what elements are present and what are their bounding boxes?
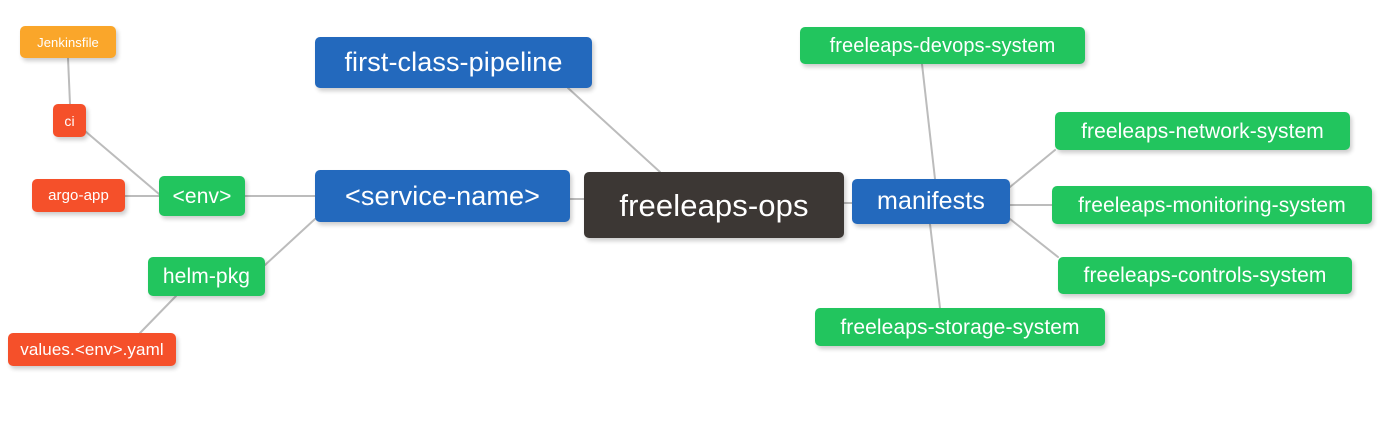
- node-manifests[interactable]: manifests: [852, 179, 1010, 224]
- node-label-freeleaps-ops: freeleaps-ops: [619, 187, 809, 223]
- node-label-freeleaps-network-system: freeleaps-network-system: [1081, 119, 1324, 143]
- node-label-env: <env>: [172, 184, 232, 208]
- edge-jenkinsfile-to-ci: [67, 57, 71, 105]
- edge-helm-pkg-to-values-yaml: [139, 295, 177, 334]
- node-freeleaps-network-system[interactable]: freeleaps-network-system: [1055, 112, 1350, 150]
- edge-first-class-pipeline-to-freeleaps-ops: [567, 87, 661, 173]
- node-label-manifests: manifests: [877, 187, 985, 215]
- node-label-freeleaps-monitoring-system: freeleaps-monitoring-system: [1078, 193, 1346, 217]
- node-label-helm-pkg: helm-pkg: [162, 265, 251, 288]
- node-freeleaps-controls-system[interactable]: freeleaps-controls-system: [1058, 257, 1352, 294]
- node-ci[interactable]: ci: [53, 104, 86, 137]
- edge-service-name-to-helm-pkg: [264, 218, 316, 266]
- node-freeleaps-devops-system[interactable]: freeleaps-devops-system: [800, 27, 1085, 64]
- node-label-jenkinsfile: Jenkinsfile: [37, 34, 99, 50]
- node-values-yaml[interactable]: values.<env>.yaml: [8, 333, 176, 366]
- node-label-freeleaps-devops-system: freeleaps-devops-system: [829, 34, 1056, 57]
- node-freeleaps-storage-system[interactable]: freeleaps-storage-system: [815, 308, 1105, 346]
- edge-freeleaps-network-system-to-manifests: [1009, 149, 1056, 188]
- node-label-service-name: <service-name>: [345, 180, 540, 211]
- node-service-name[interactable]: <service-name>: [315, 170, 570, 222]
- node-label-first-class-pipeline: first-class-pipeline: [344, 47, 563, 77]
- node-label-values-yaml: values.<env>.yaml: [20, 340, 164, 359]
- node-env[interactable]: <env>: [159, 176, 245, 216]
- node-helm-pkg[interactable]: helm-pkg: [148, 257, 265, 296]
- node-label-argo-app: argo-app: [48, 187, 109, 204]
- node-label-freeleaps-storage-system: freeleaps-storage-system: [840, 315, 1080, 339]
- node-jenkinsfile[interactable]: Jenkinsfile: [20, 26, 116, 58]
- node-freeleaps-ops[interactable]: freeleaps-ops: [584, 172, 844, 238]
- node-freeleaps-monitoring-system[interactable]: freeleaps-monitoring-system: [1052, 186, 1372, 224]
- edge-freeleaps-devops-system-to-manifests: [921, 63, 936, 180]
- node-argo-app[interactable]: argo-app: [32, 179, 125, 212]
- node-label-freeleaps-controls-system: freeleaps-controls-system: [1083, 264, 1327, 287]
- edge-freeleaps-controls-system-to-manifests: [1009, 218, 1059, 258]
- node-first-class-pipeline[interactable]: first-class-pipeline: [315, 37, 592, 88]
- edge-freeleaps-storage-system-to-manifests: [929, 223, 941, 309]
- node-label-ci: ci: [64, 112, 75, 129]
